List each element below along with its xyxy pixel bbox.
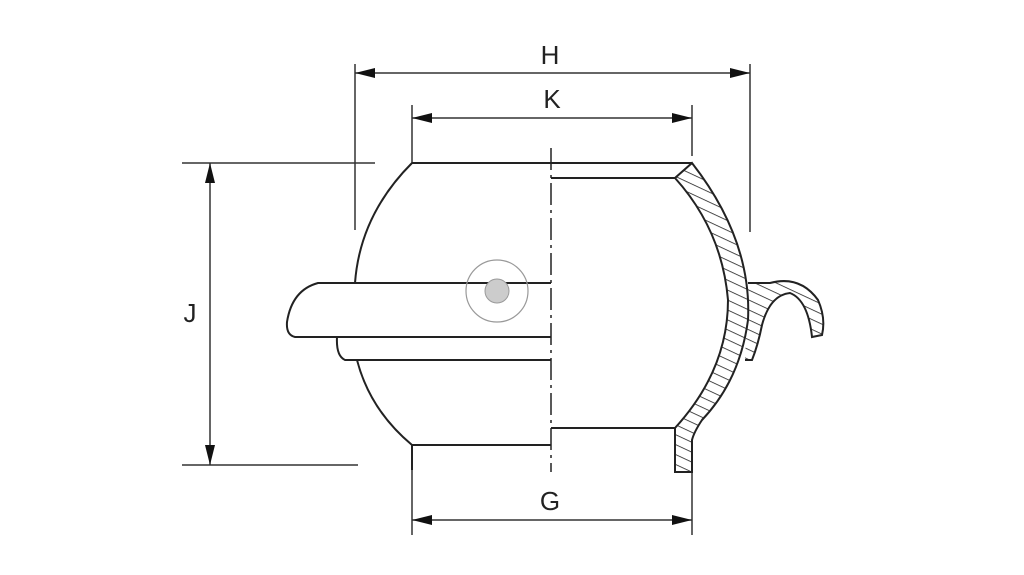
label-g: G bbox=[540, 486, 560, 516]
body-left-half bbox=[285, 162, 692, 470]
label-k: K bbox=[543, 84, 561, 114]
hatched-shell bbox=[673, 161, 750, 473]
pin-icon bbox=[465, 259, 529, 323]
dimension-j: J bbox=[182, 162, 375, 466]
dimension-g: G bbox=[411, 445, 693, 535]
hatched-lip bbox=[745, 280, 825, 361]
label-j: J bbox=[184, 298, 197, 328]
dimension-k: K bbox=[411, 84, 693, 163]
label-h: H bbox=[541, 40, 560, 70]
dimension-h: H bbox=[354, 40, 751, 232]
body-right-section bbox=[551, 161, 825, 473]
